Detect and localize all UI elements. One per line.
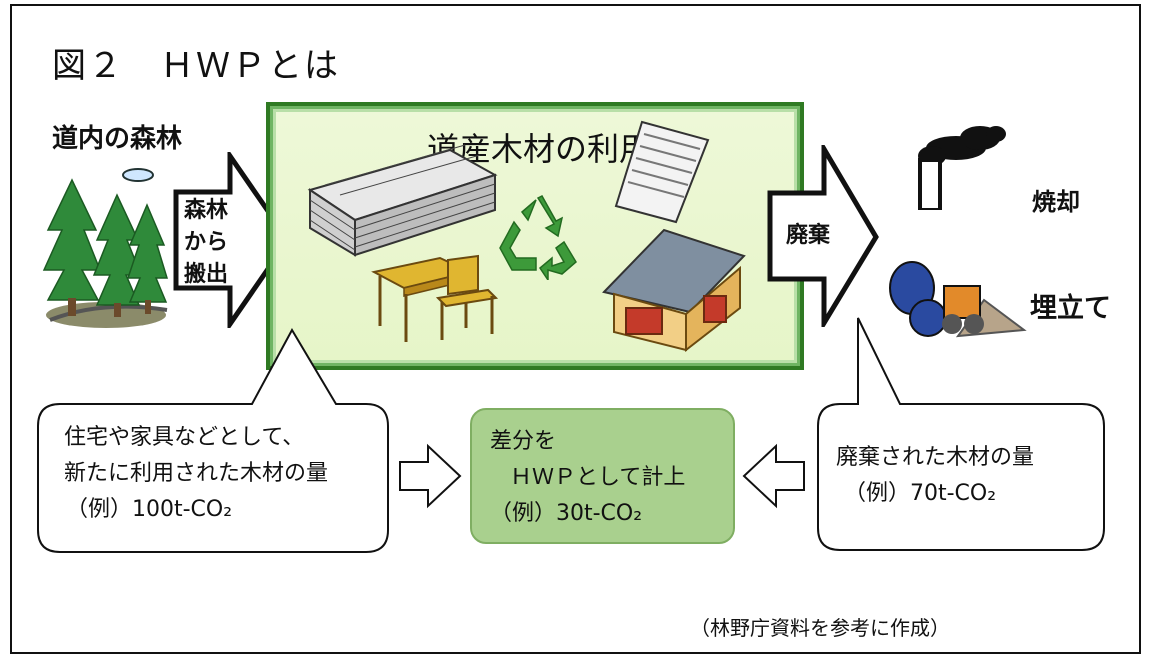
left-bubble-text: 住宅や家具などとして、 新たに利用された木材の量 （例）100t-CO₂ [64,420,328,528]
trees-icon [42,178,169,328]
landfill-label: 埋立て [1030,293,1111,324]
figure-title: 図２ ＨＷＰとは [52,46,340,86]
figure-frame [10,4,1141,654]
right-arrow-label: 廃棄 [785,223,830,248]
right-bubble-text: 廃棄された木材の量 （例）70t-CO₂ [836,440,1034,512]
right-arrow [767,145,879,327]
newspaper-icon [614,120,710,224]
recycle-icon [499,195,577,280]
desk-chair-icon [371,254,499,342]
middle-box-text: 差分を ＨＷＰとして計上 （例）30t-CO₂ [490,424,685,532]
right-bubble-line-2: （例）70t-CO₂ [844,481,997,506]
chimney-smoke-icon [918,126,1006,210]
hwp-difference-box [470,408,735,544]
house-icon [602,228,746,353]
lumber-icon [307,144,498,257]
left-arrow-line-1: 森林 [183,198,228,223]
left-bubble-line-3: （例）100t-CO₂ [66,497,233,522]
left-arrow-line-2: から [183,230,228,255]
left-arrow-line-3: 搬出 [183,262,228,287]
middle-box-line-2: ＨＷＰとして計上 [510,465,686,490]
left-speech-bubble [37,327,389,553]
left-bubble-line-1: 住宅や家具などとして、 [64,425,305,450]
left-arrow-label: 森林 から 搬出 [176,195,236,291]
landfill-machinery-icon [889,261,1027,338]
left-arrow [173,152,292,328]
middle-box-line-3: （例）30t-CO₂ [490,501,643,526]
incineration-label: 焼却 [1032,188,1080,216]
right-small-arrow [742,443,805,509]
middle-box-line-1: 差分を [490,429,557,454]
left-bubble-line-2: 新たに利用された木材の量 [64,461,329,486]
right-bubble-line-1: 廃棄された木材の量 [836,445,1035,470]
forest-label: 道内の森林 [52,124,183,154]
left-small-arrow [399,443,462,509]
cloud-icon [122,168,154,182]
source-note: （林野庁資料を参考に作成） [690,616,950,640]
right-speech-bubble [817,317,1105,551]
